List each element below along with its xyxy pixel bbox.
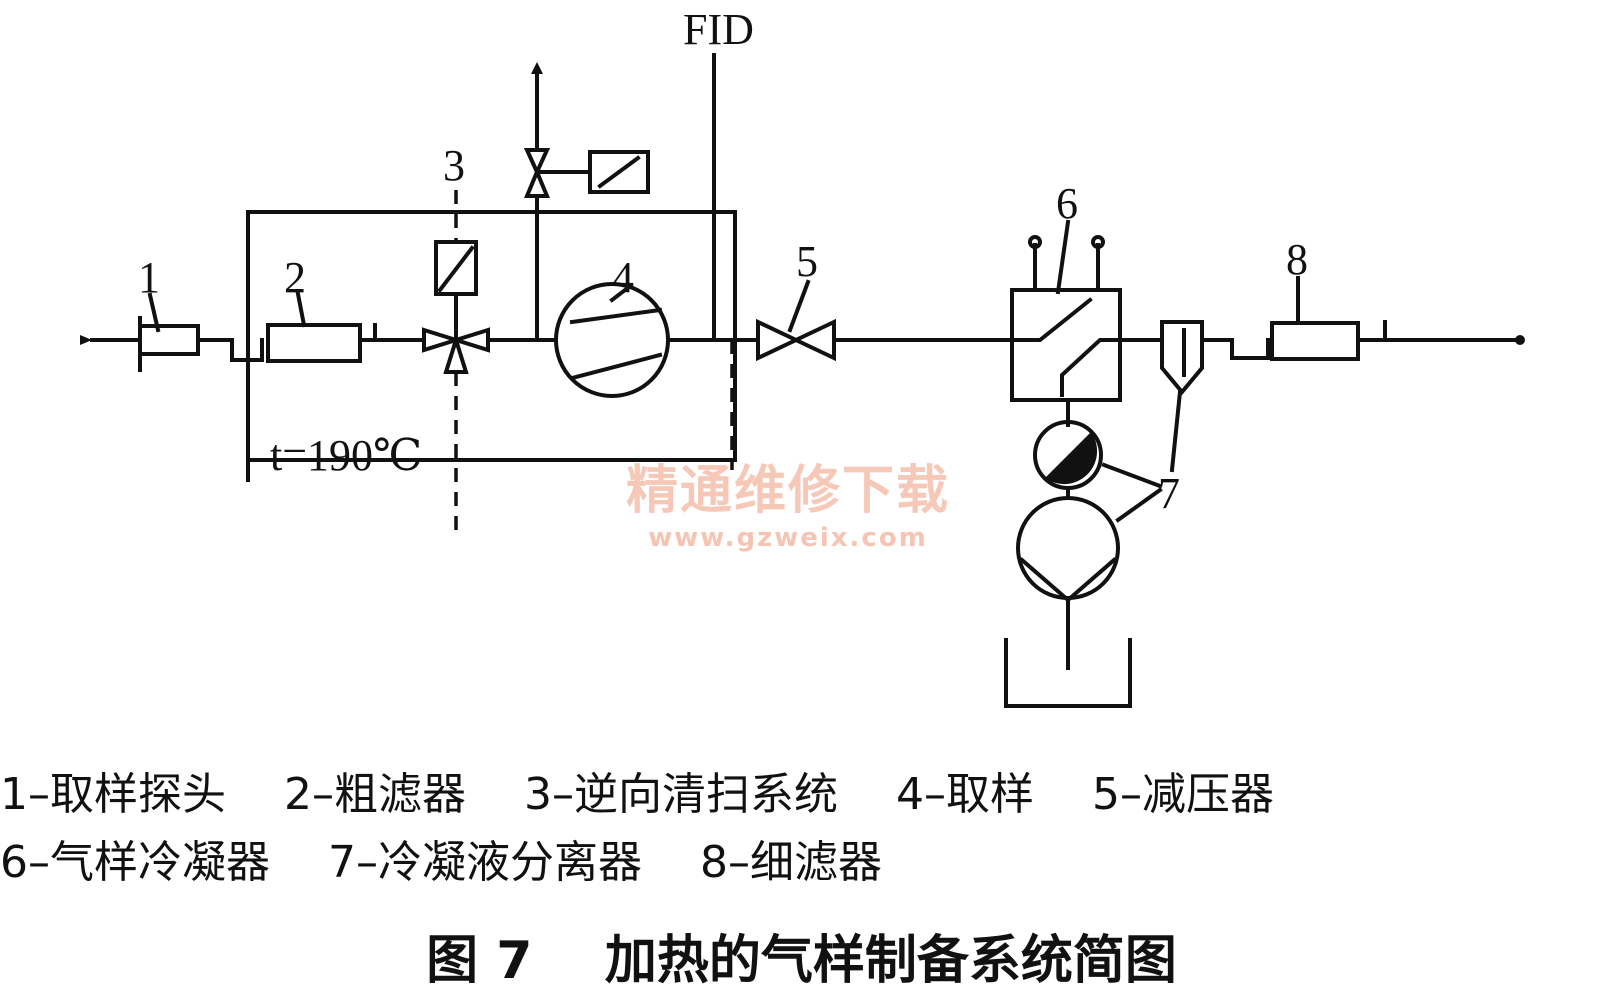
temperature-label: t=190℃ <box>270 431 422 480</box>
legend-item: 6–气样冷凝器 <box>0 837 270 888</box>
schematic-diagram: FID t=190℃ 1 2 3 4 5 6 8 7 <box>80 5 1525 708</box>
fine-filter <box>1270 321 1360 361</box>
condensate-separator <box>1004 320 1204 708</box>
back-purge-valve <box>422 190 490 530</box>
legend-item: 1–取样探头 <box>0 769 226 820</box>
legend-row-1: 1–取样探头 2–粗滤器 3–逆向清扫系统 4–取样 5–减压器 <box>0 758 1603 822</box>
legend-item: 7–冷凝液分离器 <box>328 837 642 888</box>
callout-2: 2 <box>284 253 306 302</box>
gas-condenser <box>1010 235 1122 427</box>
callout-6: 6 <box>1056 179 1078 228</box>
figure-caption: 图 7 加热的气样制备系统简图 <box>426 931 1177 991</box>
coarse-filter <box>266 323 362 363</box>
watermark-url: www.gzweix.com <box>648 523 928 553</box>
callout-4: 4 <box>612 253 634 302</box>
legend-item: 4–取样 <box>896 769 1034 820</box>
legend-item: 5–减压器 <box>1092 769 1274 820</box>
callout-3: 3 <box>443 141 465 190</box>
watermark: 精通维修下载 www.gzweix.com <box>618 448 958 553</box>
callout-8: 8 <box>1286 235 1308 284</box>
pressure-reducer <box>756 318 836 362</box>
callout-7: 7 <box>1158 469 1180 518</box>
legend-item: 3–逆向清扫系统 <box>524 769 838 820</box>
legend-item: 2–粗滤器 <box>284 769 466 820</box>
callout-5: 5 <box>796 237 818 286</box>
legend-row-2: 6–气样冷凝器 7–冷凝液分离器 8–细滤器 <box>0 826 1603 890</box>
fid-label: FID <box>683 5 754 54</box>
watermark-text: 精通维修下载 <box>625 461 950 521</box>
callout-1: 1 <box>138 253 160 302</box>
legend-item: 8–细滤器 <box>700 837 882 888</box>
vent-valve <box>523 62 650 342</box>
sampling-probe <box>138 316 200 372</box>
